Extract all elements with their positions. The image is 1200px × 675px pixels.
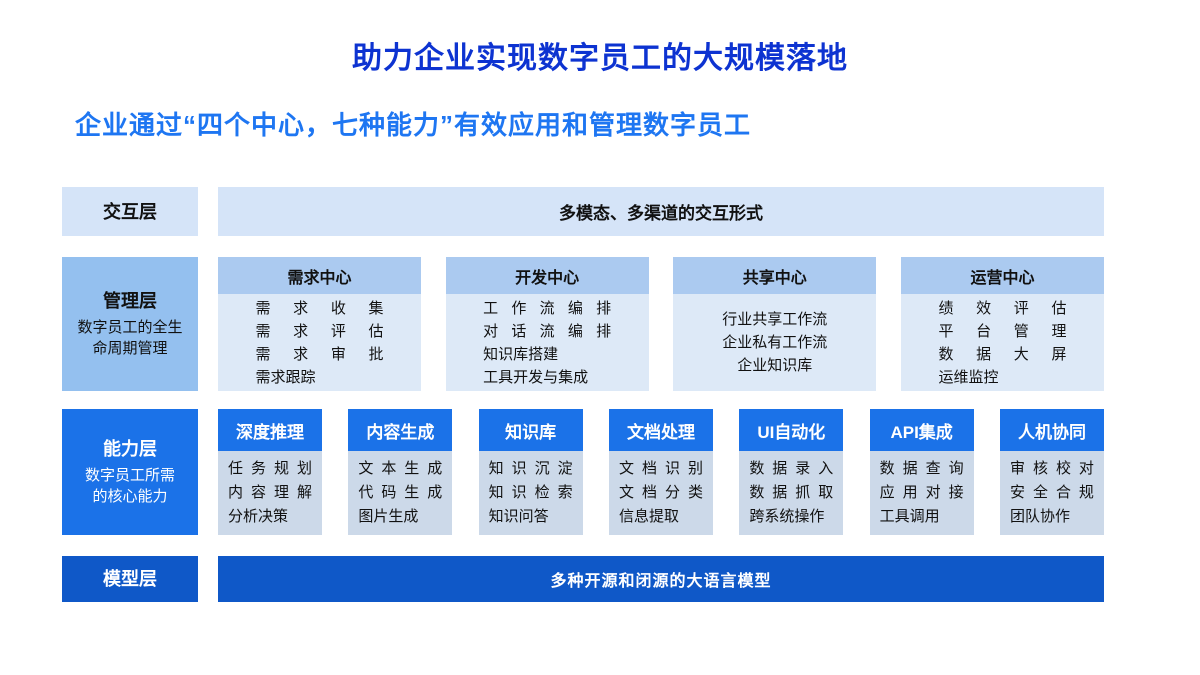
- capability-card-content-generation-title: 内容生成: [348, 409, 453, 451]
- capability-card-api-integration-title: API集成: [869, 409, 974, 451]
- center-card-sharing: 共享中心 行业共享工作流企业私有工作流企业知识库: [673, 257, 877, 391]
- center-card-development-title: 开发中心: [445, 257, 649, 294]
- body-line: 分析决策: [228, 508, 289, 525]
- center-card-demand: 需求中心 需求收集需求评估需求审批需求跟踪: [218, 257, 421, 391]
- layer-label-capability-text: 能力层: [103, 439, 157, 459]
- body-line: 图片生成: [358, 508, 419, 525]
- body-line: 需求评估: [255, 322, 384, 340]
- body-line: 知识沉淀: [488, 460, 573, 477]
- body-line: 文档分类: [618, 484, 703, 501]
- body-line: 应用对接: [879, 484, 964, 501]
- capability-card-knowledge-base-body: 知识沉淀知识检索知识问答: [478, 451, 583, 535]
- capability-card-document-processing-body: 文档识别文档分类信息提取: [608, 451, 713, 535]
- model-content-text: 多种开源和闭源的大语言模型: [550, 573, 772, 590]
- interaction-content-bar: 多模态、多渠道的交互形式: [218, 187, 1104, 236]
- management-centers-row: 需求中心 需求收集需求评估需求审批需求跟踪 开发中心 工作流编排对话流编排知识库…: [218, 257, 1104, 391]
- body-line: 内容理解: [228, 484, 312, 501]
- layer-caption-management-line1: 数字员工的全生: [77, 319, 183, 336]
- center-card-demand-title: 需求中心: [218, 257, 421, 294]
- layer-label-management: 管理层 数字员工的全生 命周期管理: [62, 257, 198, 391]
- center-card-operation-body: 绩效评估平台管理数据大屏运维监控: [900, 294, 1104, 391]
- layer-label-interaction-text: 交互层: [103, 201, 157, 222]
- body-line: 安全合规: [1009, 484, 1094, 501]
- body-line: 任务规划: [228, 460, 312, 477]
- capability-card-knowledge-base: 知识库 知识沉淀知识检索知识问答: [478, 409, 583, 535]
- layer-caption-management-line2: 命周期管理: [92, 340, 168, 357]
- body-line: 工作流编排: [483, 299, 612, 317]
- layer-caption-capability-line2: 的核心能力: [92, 488, 168, 505]
- capability-card-document-processing: 文档处理 文档识别文档分类信息提取: [608, 409, 713, 535]
- interaction-content-text: 多模态、多渠道的交互形式: [559, 204, 763, 223]
- body-line: 企业私有工作流: [722, 334, 828, 351]
- capability-card-human-collaboration: 人机协同 审核校对安全合规团队协作: [999, 409, 1104, 535]
- center-card-sharing-title: 共享中心: [673, 257, 877, 294]
- capability-card-document-processing-title: 文档处理: [608, 409, 713, 451]
- center-card-operation-title: 运营中心: [900, 257, 1104, 294]
- center-card-development-body: 工作流编排对话流编排知识库搭建工具开发与集成: [445, 294, 649, 391]
- body-line: 行业共享工作流: [722, 311, 828, 328]
- body-line: 数据大屏: [938, 345, 1067, 363]
- body-line: 文本生成: [358, 460, 443, 477]
- body-line: 需求收集: [255, 299, 384, 317]
- layer-caption-capability-line1: 数字员工所需: [84, 467, 175, 484]
- layer-label-model-text: 模型层: [103, 569, 157, 589]
- body-line: 知识库搭建: [483, 345, 559, 363]
- body-line: 数据录入: [749, 460, 834, 477]
- body-line: 绩效评估: [938, 299, 1067, 317]
- body-line: 团队协作: [1009, 508, 1070, 525]
- capability-card-content-generation: 内容生成 文本生成代码生成图片生成: [348, 409, 453, 535]
- center-card-demand-body: 需求收集需求评估需求审批需求跟踪: [218, 294, 421, 391]
- body-line: 审核校对: [1009, 460, 1094, 477]
- body-line: 文档识别: [618, 460, 703, 477]
- center-card-operation: 运营中心 绩效评估平台管理数据大屏运维监控: [900, 257, 1104, 391]
- body-line: 需求跟踪: [255, 368, 316, 386]
- layer-label-management-text: 管理层: [103, 291, 157, 311]
- layer-caption-capability: 数字员工所需 的核心能力: [85, 465, 175, 507]
- body-line: 数据查询: [879, 460, 964, 477]
- body-line: 数据抓取: [749, 484, 834, 501]
- layer-label-capability: 能力层 数字员工所需 的核心能力: [62, 409, 198, 535]
- layer-caption-management: 数字员工的全生 命周期管理: [77, 317, 182, 359]
- body-line: 需求审批: [255, 345, 384, 363]
- capability-card-api-integration: API集成 数据查询应用对接工具调用: [869, 409, 974, 535]
- body-line: 信息提取: [618, 508, 679, 525]
- body-line: 代码生成: [358, 484, 443, 501]
- capability-card-ui-automation-title: UI自动化: [739, 409, 844, 451]
- capability-card-ui-automation-body: 数据录入数据抓取跨系统操作: [739, 451, 844, 535]
- body-line: 知识问答: [488, 508, 549, 525]
- layer-label-interaction: 交互层: [62, 187, 198, 236]
- capability-card-reasoning-body: 任务规划内容理解分析决策: [218, 451, 322, 535]
- page-subtitle: 企业通过“四个中心，七种能力”有效应用和管理数字员工: [75, 110, 752, 140]
- capability-card-human-collaboration-body: 审核校对安全合规团队协作: [999, 451, 1104, 535]
- body-line: 工具调用: [879, 508, 940, 525]
- layer-label-model: 模型层: [62, 556, 198, 602]
- body-line: 知识检索: [488, 484, 573, 501]
- capability-card-human-collaboration-title: 人机协同: [999, 409, 1104, 451]
- page-title: 助力企业实现数字员工的大规模落地: [352, 42, 848, 75]
- capability-card-knowledge-base-title: 知识库: [478, 409, 583, 451]
- capability-card-reasoning-title: 深度推理: [218, 409, 322, 451]
- body-line: 企业知识库: [737, 357, 813, 374]
- center-card-sharing-body: 行业共享工作流企业私有工作流企业知识库: [673, 294, 877, 391]
- body-line: 运维监控: [938, 368, 999, 386]
- capability-cards-row: 深度推理 任务规划内容理解分析决策 内容生成 文本生成代码生成图片生成 知识库 …: [218, 409, 1104, 535]
- body-line: 工具开发与集成: [483, 368, 589, 386]
- body-line: 对话流编排: [483, 322, 612, 340]
- model-content-bar: 多种开源和闭源的大语言模型: [218, 556, 1104, 602]
- body-line: 跨系统操作: [749, 508, 825, 525]
- capability-card-ui-automation: UI自动化 数据录入数据抓取跨系统操作: [739, 409, 844, 535]
- center-card-development: 开发中心 工作流编排对话流编排知识库搭建工具开发与集成: [445, 257, 649, 391]
- capability-card-reasoning: 深度推理 任务规划内容理解分析决策: [218, 409, 322, 535]
- capability-card-api-integration-body: 数据查询应用对接工具调用: [869, 451, 974, 535]
- body-line: 平台管理: [938, 322, 1067, 340]
- capability-card-content-generation-body: 文本生成代码生成图片生成: [348, 451, 453, 535]
